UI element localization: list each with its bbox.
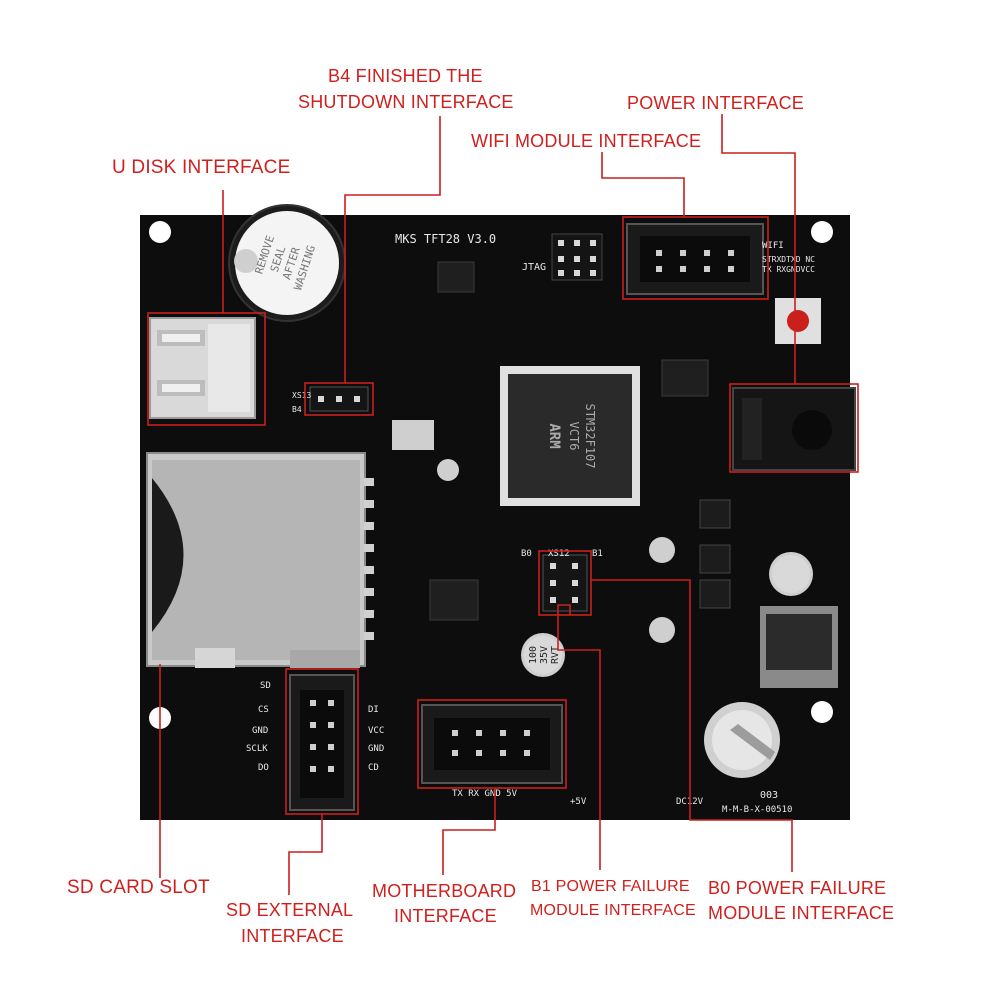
- sdext-leader-line: [288, 814, 323, 895]
- power-leader-line: [721, 114, 796, 384]
- buzzer: REMOVE SEAL AFTER WASHING: [228, 204, 346, 322]
- b0-b1-header: [542, 554, 588, 612]
- motherboard-header: [421, 704, 563, 784]
- sd-pin-right-3: GND: [368, 744, 384, 754]
- board-code: 003: [760, 790, 778, 801]
- xs12-silk: XS12: [548, 549, 570, 559]
- sd-pin-right-2: VCC: [368, 726, 384, 736]
- mosfets: [699, 499, 731, 609]
- wifi-pins-1: STRXDTXD NC: [762, 255, 815, 264]
- b1-leader-line: [557, 604, 601, 870]
- sd-pin-right-1: DI: [368, 705, 379, 715]
- b0-label-line2: MODULE INTERFACE: [708, 903, 895, 923]
- reset-button-component: [775, 298, 821, 344]
- sd-pin-left-3: GND: [252, 726, 268, 736]
- b1-label-line1: B1 POWER FAILURE: [531, 878, 690, 895]
- mount-hole: [149, 221, 171, 243]
- b0-leader-line: [591, 579, 793, 872]
- jtag-silk: JTAG: [522, 262, 546, 273]
- usb-highlight-box: [147, 312, 266, 426]
- b0b1-highlight-box: [538, 550, 592, 616]
- udisk-label: U DISK INTERFACE: [112, 157, 291, 178]
- xs13-silk: XS13: [292, 391, 311, 400]
- capacitor: 100 35V RVT: [521, 633, 565, 677]
- usb-a-connector: [149, 317, 256, 419]
- sd-card-slot-body: [146, 452, 374, 668]
- board-serial: M-M-B-X-00510: [722, 805, 792, 815]
- jtag-header: [551, 233, 603, 281]
- mb-label-line1: MOTHERBOARD: [372, 881, 517, 901]
- b1-label-line2: MODULE INTERFACE: [530, 902, 696, 919]
- sd-external-header: [289, 674, 355, 811]
- mb-label-line2: INTERFACE: [394, 906, 497, 926]
- voltage-regulator: [760, 606, 838, 688]
- capacitor: [437, 459, 459, 481]
- mb-highlight-box: [417, 699, 567, 789]
- sdext-label-line2: INTERFACE: [241, 926, 344, 946]
- cap-text-2: 35V: [539, 646, 550, 664]
- b0-label-line1: B0 POWER FAILURE: [708, 878, 887, 898]
- wifi-leader-line: [601, 152, 685, 217]
- wifi-highlight-box: [622, 216, 769, 300]
- wifi-label: WIFI MODULE INTERFACE: [471, 131, 702, 151]
- chip-text-1: STM32F107: [583, 403, 597, 468]
- coin-battery: [704, 702, 780, 778]
- cap-text-1: 100: [528, 646, 539, 664]
- b4-label-line1: B4 FINISHED THE: [328, 66, 483, 86]
- sdext-label-line1: SD EXTERNAL: [226, 900, 354, 920]
- dc-power-jack: [732, 387, 856, 471]
- b0-silk: B0: [521, 549, 532, 559]
- sd-pin-right-4: CD: [368, 763, 379, 773]
- b4-highlight-box: [304, 382, 374, 416]
- b4-label-line2: SHUTDOWN INTERFACE: [298, 92, 514, 112]
- sd-pin-left-5: DO: [258, 763, 269, 773]
- b4-leader-line: [344, 116, 441, 383]
- power-label: POWER INTERFACE: [627, 93, 805, 113]
- b4-header: [309, 386, 369, 412]
- chip-text-3: ARM: [546, 423, 562, 448]
- sd-pin-left-2: CS: [258, 705, 269, 715]
- b1-silk: B1: [592, 549, 603, 559]
- wifi-silk: WIFI: [762, 241, 784, 251]
- capacitor: [769, 552, 813, 596]
- capacitor: [649, 617, 675, 643]
- mb-pins-silk: TX RX GND 5V: [452, 789, 518, 799]
- wifi-header: [626, 223, 764, 295]
- sd-pin-left-4: SCLK: [246, 744, 268, 754]
- sdcard-label: SD CARD SLOT: [67, 877, 210, 898]
- capacitor: [649, 537, 675, 563]
- mount-hole: [811, 701, 833, 723]
- plus5v-silk: +5V: [570, 797, 587, 807]
- b4-silk: B4: [292, 405, 302, 414]
- crystal: [392, 420, 434, 450]
- board-model: MKS TFT28 V3.0: [395, 232, 496, 246]
- mb-leader-line: [442, 788, 496, 875]
- wifi-pins-2: TX RXGNDVCC: [762, 265, 815, 274]
- power-highlight-box: [729, 383, 859, 473]
- sd-pin-left-1: SD: [260, 681, 271, 691]
- small-ic: [437, 261, 475, 293]
- chip-text-2: VCT6: [567, 422, 581, 451]
- mcu-chip: STM32F107 VCT6 ARM: [500, 366, 640, 506]
- cap-text-3: RVT: [550, 646, 561, 664]
- small-ic: [661, 359, 709, 397]
- small-ic: [429, 579, 479, 621]
- mount-hole: [811, 221, 833, 243]
